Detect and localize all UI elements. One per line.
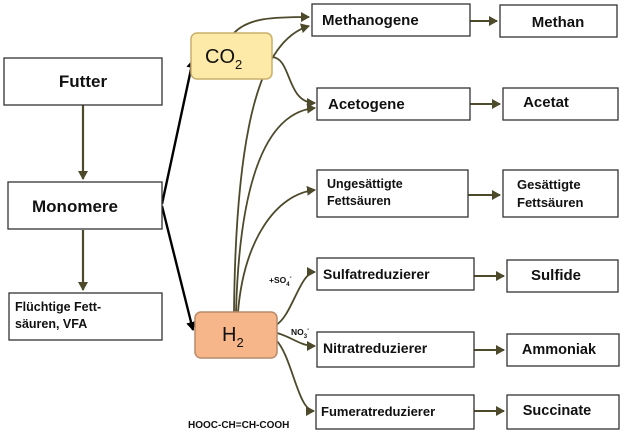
node-sulfide: Sulfide bbox=[506, 259, 619, 293]
node-gesaettigte-fettsaeuren: Gesättigte Fettsäuren bbox=[502, 169, 619, 218]
arrow-h2-to-acetogene bbox=[235, 103, 316, 313]
node-ammoniak: Ammoniak bbox=[506, 333, 620, 367]
node-methanogene: Methanogene bbox=[311, 3, 471, 37]
node-monomere-label: Monomere bbox=[32, 197, 118, 216]
node-sulfatreduzierer-label: Sulfatreduzierer bbox=[323, 266, 430, 282]
node-ammoniak-label: Ammoniak bbox=[522, 342, 597, 358]
arrow-co2-to-acetogene bbox=[271, 56, 316, 108]
node-acetat-label: Acetat bbox=[523, 94, 569, 111]
node-fumeratreduzierer-label: Fumeratreduzierer bbox=[321, 404, 435, 419]
arrow-h2-to-methanogene bbox=[233, 23, 310, 313]
node-succinate: Succinate bbox=[506, 394, 620, 430]
node-acetogene: Acetogene bbox=[316, 87, 471, 121]
node-methanogene-label: Methanogene bbox=[322, 12, 419, 29]
node-succinate-label: Succinate bbox=[523, 403, 592, 419]
node-fumeratreduzierer: Fumeratreduzierer bbox=[315, 394, 475, 430]
node-methan-label: Methan bbox=[532, 14, 585, 31]
arrow-monomere-to-co2 bbox=[160, 59, 197, 205]
node-monomere: Monomere bbox=[7, 181, 163, 230]
arrow-h2-to-sulfatreduzierer bbox=[275, 267, 316, 326]
node-futter: Futter bbox=[3, 57, 163, 106]
node-h2: H2 bbox=[194, 311, 278, 359]
node-sulfatreduzierer: Sulfatreduzierer bbox=[316, 257, 475, 291]
arrow-h2-to-fumeratreduzierer bbox=[275, 339, 315, 416]
node-sulfide-label: Sulfide bbox=[531, 267, 581, 284]
arrow-h2-to-ungesaettigte bbox=[237, 185, 316, 313]
node-acetogene-label: Acetogene bbox=[328, 96, 405, 113]
connectors bbox=[78, 12, 505, 416]
node-gesaettigte-label-line2: Fettsäuren bbox=[517, 195, 584, 210]
node-nitratreduzierer: Nitratreduzierer bbox=[316, 331, 475, 368]
node-vfa-label-line2: säuren, VFA bbox=[15, 317, 87, 331]
node-gesaettigte-label-line1: Gesättigte bbox=[517, 177, 581, 192]
node-futter-label: Futter bbox=[59, 72, 108, 91]
node-nitratreduzierer-label: Nitratreduzierer bbox=[323, 340, 428, 356]
node-ungesaettigte-label-line1: Ungesättigte bbox=[327, 177, 403, 191]
annotation-so4: +SO4- bbox=[269, 275, 292, 288]
arrow-h2-to-nitratreduzierer bbox=[276, 332, 316, 351]
annotation-fumarate-formula: HOOC-CH=CH-COOH bbox=[188, 420, 289, 431]
node-co2-label: CO2 bbox=[205, 46, 242, 72]
arrow-monomere-to-h2 bbox=[160, 205, 196, 331]
node-methan: Methan bbox=[499, 4, 618, 38]
annotation-no3: NO3- bbox=[291, 327, 309, 340]
node-ungesaettigte-label-line2: Fettsäuren bbox=[327, 194, 391, 208]
node-ungesaettigte-fettsaeuren: Ungesättigte Fettsäuren bbox=[316, 169, 469, 218]
node-acetat: Acetat bbox=[502, 87, 619, 121]
node-vfa-label-line1: Flüchtige Fett- bbox=[15, 300, 101, 314]
arrow-co2-to-methanogene bbox=[233, 12, 310, 34]
node-h2-label: H2 bbox=[222, 324, 244, 350]
node-vfa: Flüchtige Fett- säuren, VFA bbox=[8, 292, 163, 341]
node-co2: CO2 bbox=[190, 32, 273, 80]
